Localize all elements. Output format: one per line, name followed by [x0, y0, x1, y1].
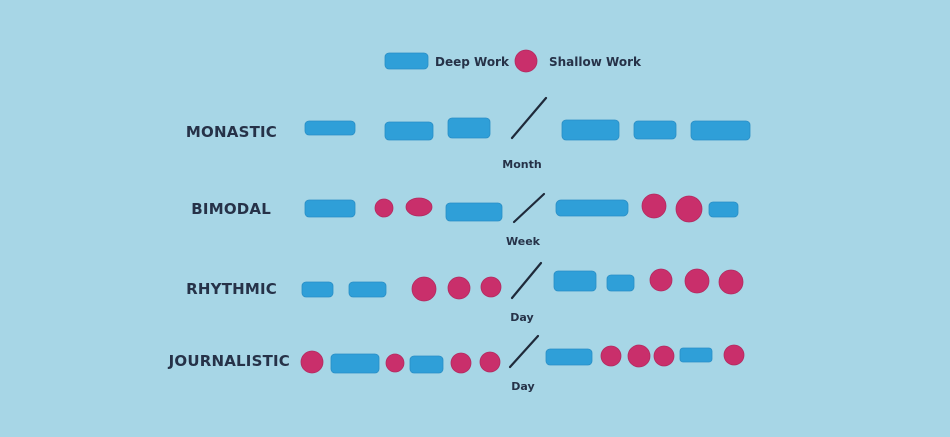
row-rhythmic: RHYTHMIC Day	[186, 261, 744, 324]
shallow-dot	[479, 351, 501, 373]
legend-deep-swatch	[384, 52, 429, 70]
shallow-dot	[480, 276, 502, 298]
row-label-rhythmic: RHYTHMIC	[186, 280, 277, 298]
deep-block	[409, 355, 444, 374]
shallow-dot	[718, 269, 744, 295]
legend-deep-label: Deep Work	[435, 55, 510, 69]
deep-block	[679, 347, 713, 363]
deep-block	[561, 119, 620, 141]
slash-divider	[510, 96, 548, 140]
row-label-monastic: MONASTIC	[186, 123, 277, 141]
row-bimodal: BIMODAL Week	[191, 192, 739, 248]
deep-block	[545, 348, 593, 366]
shallow-dot	[684, 268, 710, 294]
deep-block	[447, 117, 491, 139]
shallow-dot	[649, 268, 673, 292]
shallow-dot	[300, 350, 324, 374]
legend: Deep Work Shallow Work	[384, 49, 642, 73]
row-label-bimodal: BIMODAL	[191, 200, 271, 218]
divider-label-day: Day	[510, 311, 533, 324]
divider-label-day: Day	[511, 380, 534, 393]
deep-block	[445, 202, 503, 222]
shallow-dot	[411, 276, 437, 302]
deep-block	[690, 120, 751, 141]
shallow-dot	[374, 198, 394, 218]
shallow-dot	[627, 344, 651, 368]
deep-block	[348, 281, 387, 298]
row-journalistic: JOURNALISTIC Day	[168, 334, 745, 393]
deep-block	[304, 120, 356, 136]
shallow-dot	[450, 352, 472, 374]
legend-shallow-swatch	[514, 49, 538, 73]
deep-block	[633, 120, 677, 140]
deep-block	[606, 274, 635, 292]
shallow-dot	[723, 344, 745, 366]
deep-block	[708, 201, 739, 218]
divider-label-week: Week	[506, 235, 541, 248]
deep-block	[555, 199, 629, 217]
shallow-dot	[600, 345, 622, 367]
slash-divider	[512, 192, 546, 224]
deep-block	[384, 121, 434, 141]
slash-divider	[508, 334, 540, 369]
shallow-dot	[675, 195, 703, 223]
shallow-dot	[405, 197, 433, 217]
slash-divider	[510, 261, 543, 300]
divider-label-month: Month	[502, 158, 541, 171]
deep-block	[301, 281, 334, 298]
legend-shallow-label: Shallow Work	[549, 55, 642, 69]
shallow-dot	[447, 276, 471, 300]
deep-block	[330, 353, 380, 374]
shallow-dot	[385, 353, 405, 373]
row-label-journalistic: JOURNALISTIC	[168, 352, 290, 370]
deep-block	[304, 199, 356, 218]
row-monastic: MONASTIC Month	[186, 96, 751, 171]
shallow-dot	[641, 193, 667, 219]
deep-block	[553, 270, 597, 292]
shallow-dot	[653, 345, 675, 367]
